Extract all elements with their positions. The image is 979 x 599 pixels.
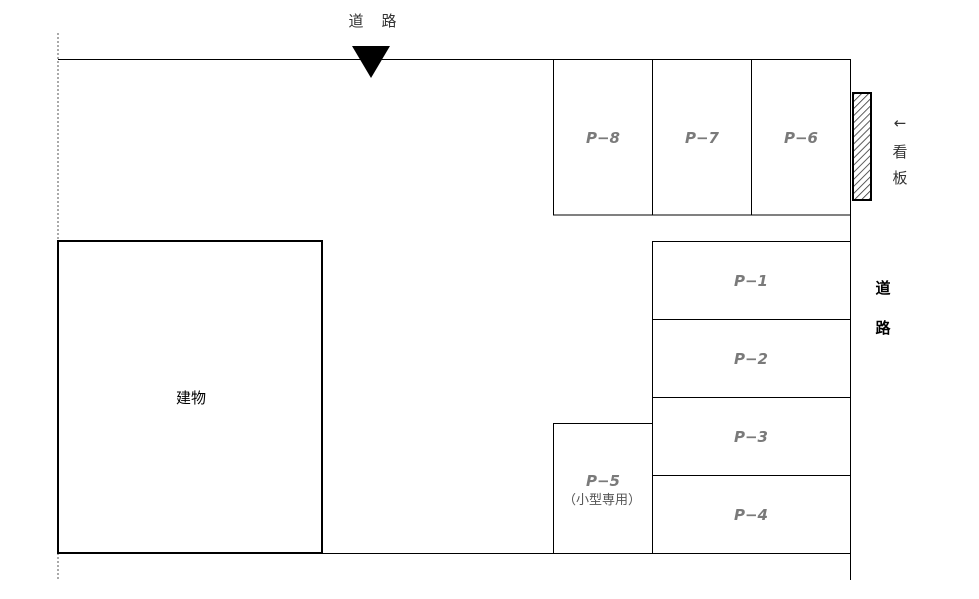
entrance-triangle-icon bbox=[352, 46, 390, 78]
parking-label-p1: P−1 bbox=[734, 272, 768, 290]
signboard-char-2: 板 bbox=[892, 169, 907, 187]
road-right-char-2: 路 bbox=[875, 319, 891, 337]
building-label: 建物 bbox=[176, 389, 206, 407]
hatched-signboard-icon bbox=[852, 92, 872, 201]
parking-note-p5: （小型専用） bbox=[563, 493, 641, 508]
parking-label-p2: P−2 bbox=[734, 350, 768, 368]
signboard-char-1: 看 bbox=[892, 143, 907, 161]
signboard-arrow: ← bbox=[894, 114, 907, 132]
parking-label-p8: P−8 bbox=[586, 129, 620, 147]
parking-label-p3: P−3 bbox=[734, 428, 768, 446]
building bbox=[57, 240, 323, 554]
parking-label-p4: P−4 bbox=[734, 506, 768, 524]
road-top-char-2: 路 bbox=[381, 12, 396, 30]
road-top-char-1: 道 bbox=[348, 12, 363, 30]
road-right-char-1: 道 bbox=[875, 279, 890, 297]
parking-label-p7: P−7 bbox=[685, 129, 720, 147]
parking-space-p6 bbox=[751, 59, 851, 216]
parking-space-p5 bbox=[553, 423, 653, 554]
parking-label-p6: P−6 bbox=[784, 129, 818, 147]
parking-label-p5: P−5 bbox=[586, 472, 620, 490]
